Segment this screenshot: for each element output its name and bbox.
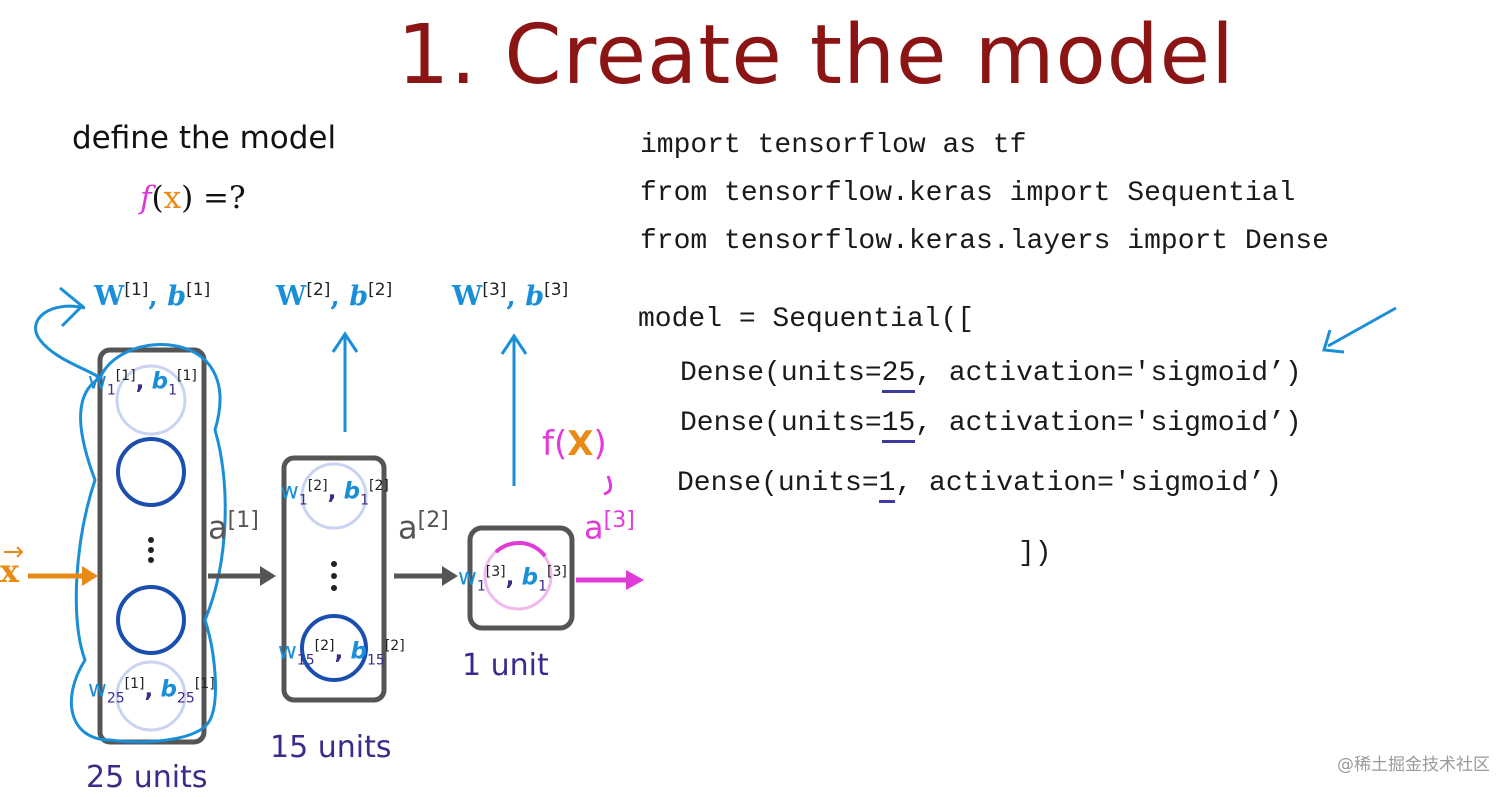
b-sub: 1	[168, 382, 178, 399]
open-paren: (	[151, 180, 164, 216]
dense2-prefix: Dense(units=	[680, 408, 882, 439]
layer1-neuron-bottom	[115, 660, 187, 732]
b-symbol: b	[343, 478, 361, 505]
a3-index: [3]	[603, 508, 635, 533]
slide-title: 1. Create the model	[397, 8, 1235, 103]
layer2-neuron-bottom	[300, 614, 368, 682]
b1-index: [1]	[186, 280, 211, 300]
b-sup: [1]	[194, 676, 215, 692]
layer1-top-neuron-params: w1[1], b1[1]	[88, 368, 197, 399]
b-sub: 25	[177, 690, 195, 707]
layer1-neuron-24	[116, 585, 186, 655]
w-sup: [2]	[314, 638, 335, 654]
define-model-label: define the model	[72, 120, 337, 156]
watermark: @稀土掘金技术社区	[1337, 755, 1490, 775]
dense2-suffix: , activation='sigmoid’)	[915, 408, 1302, 439]
code-line-model: model = Sequential([	[638, 304, 975, 335]
w-sup: [3]	[485, 564, 506, 580]
lasso-arrowhead	[59, 286, 85, 328]
w2-index: [2]	[306, 280, 331, 300]
b2-index: [2]	[368, 280, 393, 300]
a1-index: [1]	[227, 508, 259, 533]
b3-index: [3]	[544, 280, 569, 300]
output-f: f(	[542, 424, 568, 464]
w-sub: 25	[106, 690, 125, 707]
a2-index: [2]	[417, 508, 449, 533]
activation-a1-label: a[1]	[208, 508, 259, 547]
w-sub: 1	[476, 578, 486, 595]
w3-symbol: W	[452, 281, 483, 312]
layer1-bottom-neuron-params: w25[1], b25[1]	[88, 676, 215, 707]
activation-a2-label: a[2]	[398, 508, 449, 547]
layer3-units-label: 1 unit	[462, 648, 549, 683]
b-sub: 15	[367, 652, 385, 669]
dense3-suffix: , activation='sigmoid’)	[895, 468, 1282, 499]
activation-a3-label: a[3]	[584, 508, 635, 547]
function-f: f	[140, 180, 152, 216]
code-dense-layer-3: Dense(units=1, activation='sigmoid’)	[677, 468, 1282, 503]
dense2-units: 15	[881, 408, 916, 443]
input-x-label: x	[0, 552, 20, 590]
dense1-suffix: , activation='sigmoid’)	[915, 358, 1302, 389]
dense1-units: 25	[881, 358, 916, 393]
layer2-params-header: W[2], b[2]	[276, 280, 393, 312]
code-line-close: ])	[1018, 538, 1052, 569]
b-symbol: b	[521, 564, 539, 591]
w-sup: [1]	[115, 368, 136, 384]
layer3-params-header: W[3], b[3]	[452, 280, 569, 312]
w1-index: [1]	[124, 280, 149, 300]
output-function-label: f(X)	[542, 424, 607, 464]
w-sup: [1]	[124, 676, 145, 692]
code-line-import-sequential: from tensorflow.keras import Sequential	[640, 178, 1296, 209]
dense3-units: 1	[878, 468, 896, 503]
layer1-units-label: 25 units	[86, 760, 208, 795]
layer2-box	[281, 455, 387, 703]
output-close: )	[593, 424, 607, 464]
w2-symbol: W	[276, 281, 307, 312]
b-sup: [3]	[547, 564, 567, 580]
model-function: f(x) =?	[140, 180, 246, 216]
b-sup: [2]	[384, 638, 405, 654]
layer2-top-neuron-params: w1[2], b1[2]	[280, 478, 389, 509]
w-sub: 1	[106, 382, 116, 399]
layer1-params-header: W[1], b[1]	[94, 280, 211, 312]
b1-symbol: b	[167, 281, 187, 312]
layer3-box	[467, 525, 575, 631]
output-x: X	[567, 424, 594, 464]
b-symbol: b	[350, 638, 368, 665]
w1-symbol: W	[94, 281, 125, 312]
a3-symbol: a	[584, 508, 604, 547]
code-dense-layer-1: Dense(units=25, activation='sigmoid’)	[680, 358, 1302, 393]
w-sub: 1	[298, 492, 308, 509]
code-dense-layer-2: Dense(units=15, activation='sigmoid’)	[680, 408, 1302, 443]
dense1-prefix: Dense(units=	[680, 358, 882, 389]
layer1-neuron-2	[116, 437, 186, 507]
a2-symbol: a	[398, 508, 418, 547]
b-sub: 1	[360, 492, 370, 509]
b-sup: [1]	[177, 368, 197, 384]
w3-index: [3]	[482, 280, 507, 300]
b-sub: 1	[538, 578, 548, 595]
layer2-units-label: 15 units	[270, 730, 392, 765]
code-line-import-dense: from tensorflow.keras.layers import Dens…	[640, 226, 1329, 257]
b-symbol: b	[151, 368, 169, 395]
b3-symbol: b	[525, 281, 545, 312]
layer1-neuron-top	[115, 364, 187, 436]
function-rest: ) =?	[181, 180, 246, 216]
b-sup: [2]	[369, 478, 389, 494]
function-x: x	[163, 180, 182, 216]
b-symbol: b	[160, 676, 178, 703]
w-sub: 15	[296, 652, 315, 669]
layer3-neuron-params: w1[3], b1[3]	[458, 564, 567, 595]
dense3-prefix: Dense(units=	[677, 468, 879, 499]
code-line-import-tf: import tensorflow as tf	[640, 130, 1027, 161]
layer2-neuron-top	[300, 462, 368, 530]
b2-symbol: b	[349, 281, 369, 312]
a1-symbol: a	[208, 508, 228, 547]
layer1-lasso	[34, 304, 227, 744]
layer2-bottom-neuron-params: w15[2], b15[2]	[278, 638, 405, 669]
w-sup: [2]	[307, 478, 328, 494]
